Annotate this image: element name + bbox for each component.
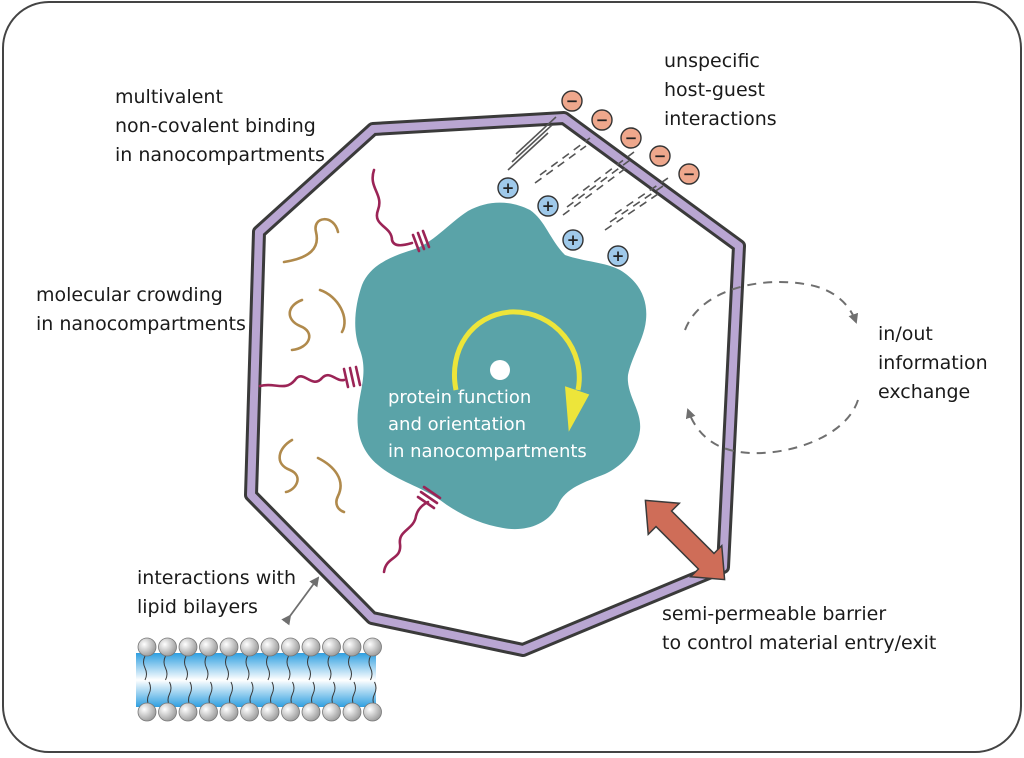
label-semi-permeable-barrier: semi-permeable barrier to control materi… <box>662 603 937 654</box>
lipid-bilayer <box>136 637 382 722</box>
negative-charge-4 <box>649 145 671 167</box>
negative-charge-2-symbol: − <box>596 111 609 129</box>
lipid-head-top <box>158 637 177 657</box>
lipid-head-top <box>137 637 157 657</box>
lipid-head-bottom <box>260 702 280 722</box>
negative-charge-5-symbol: − <box>683 165 696 183</box>
lipid-head-top <box>240 637 259 657</box>
lipid-tail <box>286 655 291 681</box>
ligand-bottom <box>382 500 430 574</box>
positive-charge-3 <box>562 229 584 251</box>
lipid-tail <box>352 681 356 707</box>
lipid-tail <box>270 681 274 707</box>
lipid-tail <box>290 681 295 707</box>
lipid-tail <box>249 681 254 707</box>
rotation-arrowhead <box>564 386 590 432</box>
lipid-tail <box>311 681 315 707</box>
positive-charges: + + + + <box>497 177 629 267</box>
negative-charges: −−−−− <box>561 90 700 185</box>
exchange-arrow-in <box>685 399 859 455</box>
crowder-2 <box>288 298 311 352</box>
tethered-ligands <box>258 168 442 574</box>
bilayer-core <box>136 653 376 707</box>
lipid-interaction-arrow <box>281 576 320 626</box>
lipid-head-top <box>178 637 198 657</box>
positive-charge-2-symbol: + <box>542 197 555 215</box>
lipid-head-top <box>342 637 362 657</box>
lipid-tail <box>208 681 213 707</box>
lipid-head-top <box>301 637 321 657</box>
lipid-tail <box>188 681 192 707</box>
crowder-5 <box>316 456 346 514</box>
lipid-tail <box>368 655 373 681</box>
lipid-head-top <box>322 637 341 657</box>
lipid-head-bottom <box>178 702 198 722</box>
lipid-tail <box>266 655 270 681</box>
positive-charge-4-symbol: + <box>612 247 625 265</box>
barrier-arrow <box>644 499 726 581</box>
positive-charge-2 <box>537 195 559 217</box>
label-lipid-bilayers: interactions with lipid bilayers <box>137 567 297 618</box>
lipid-head-bottom <box>137 702 157 722</box>
lipid-tail <box>307 655 311 681</box>
negative-charge-4-symbol: − <box>654 147 667 165</box>
lipid-head-top <box>260 637 280 657</box>
label-protein-function: protein function and orientation in nano… <box>388 387 587 462</box>
lipid-head-bottom <box>158 702 177 722</box>
exchange-arrow-out <box>684 281 859 331</box>
ligand-middle <box>258 373 346 388</box>
rotation-arrow <box>452 309 582 391</box>
positive-charge-1-symbol: + <box>502 179 515 197</box>
lipid-tail <box>167 681 172 707</box>
lipid-tail <box>372 681 377 707</box>
lipid-head-bottom <box>240 702 259 722</box>
lipid-tail <box>204 655 209 681</box>
crowder-3 <box>318 288 346 334</box>
lipid-head-bottom <box>281 702 300 722</box>
lipid-tail <box>348 655 352 681</box>
lipid-head-top <box>363 637 382 657</box>
negative-charge-1-symbol: − <box>566 92 579 110</box>
negative-charge-5 <box>678 163 700 185</box>
lipid-tail <box>331 681 336 707</box>
lipid-tail <box>225 655 229 681</box>
crowder-4 <box>278 438 299 494</box>
negative-charge-3-symbol: − <box>625 129 638 147</box>
negative-charge-3 <box>620 127 642 149</box>
lipid-tail <box>184 655 188 681</box>
lipid-tail <box>143 655 147 681</box>
lipid-head-bottom <box>363 702 382 722</box>
lipid-head-bottom <box>199 702 218 722</box>
lipid-head-top <box>219 637 239 657</box>
negative-charge-2 <box>591 109 613 131</box>
label-multivalent-binding: multivalent non-covalent binding in nano… <box>115 86 325 166</box>
crowder-1 <box>282 217 340 264</box>
lipid-tail <box>147 681 151 707</box>
lipid-head-top <box>199 637 218 657</box>
protein-pore <box>490 360 510 380</box>
lipid-head-top <box>281 637 300 657</box>
crowder-molecules <box>278 217 346 514</box>
lipid-head-bottom <box>342 702 362 722</box>
label-information-exchange: in/out information exchange <box>878 323 988 403</box>
label-molecular-crowding: molecular crowding in nanocompartments <box>36 284 246 335</box>
lipid-head-bottom <box>322 702 341 722</box>
positive-charge-1 <box>497 177 519 199</box>
lipid-tail <box>229 681 233 707</box>
label-host-guest: unspecific host-guest interactions <box>664 50 777 130</box>
lipid-tail <box>327 655 332 681</box>
negative-charge-1 <box>561 90 583 112</box>
ligand-top <box>371 168 414 247</box>
lipid-tail <box>163 655 168 681</box>
lipid-head-bottom <box>301 702 321 722</box>
positive-charge-4 <box>607 245 629 267</box>
lipid-head-bottom <box>219 702 239 722</box>
electrostatic-lines <box>507 116 669 231</box>
positive-charge-3-symbol: + <box>567 231 580 249</box>
lipid-tail <box>245 655 250 681</box>
